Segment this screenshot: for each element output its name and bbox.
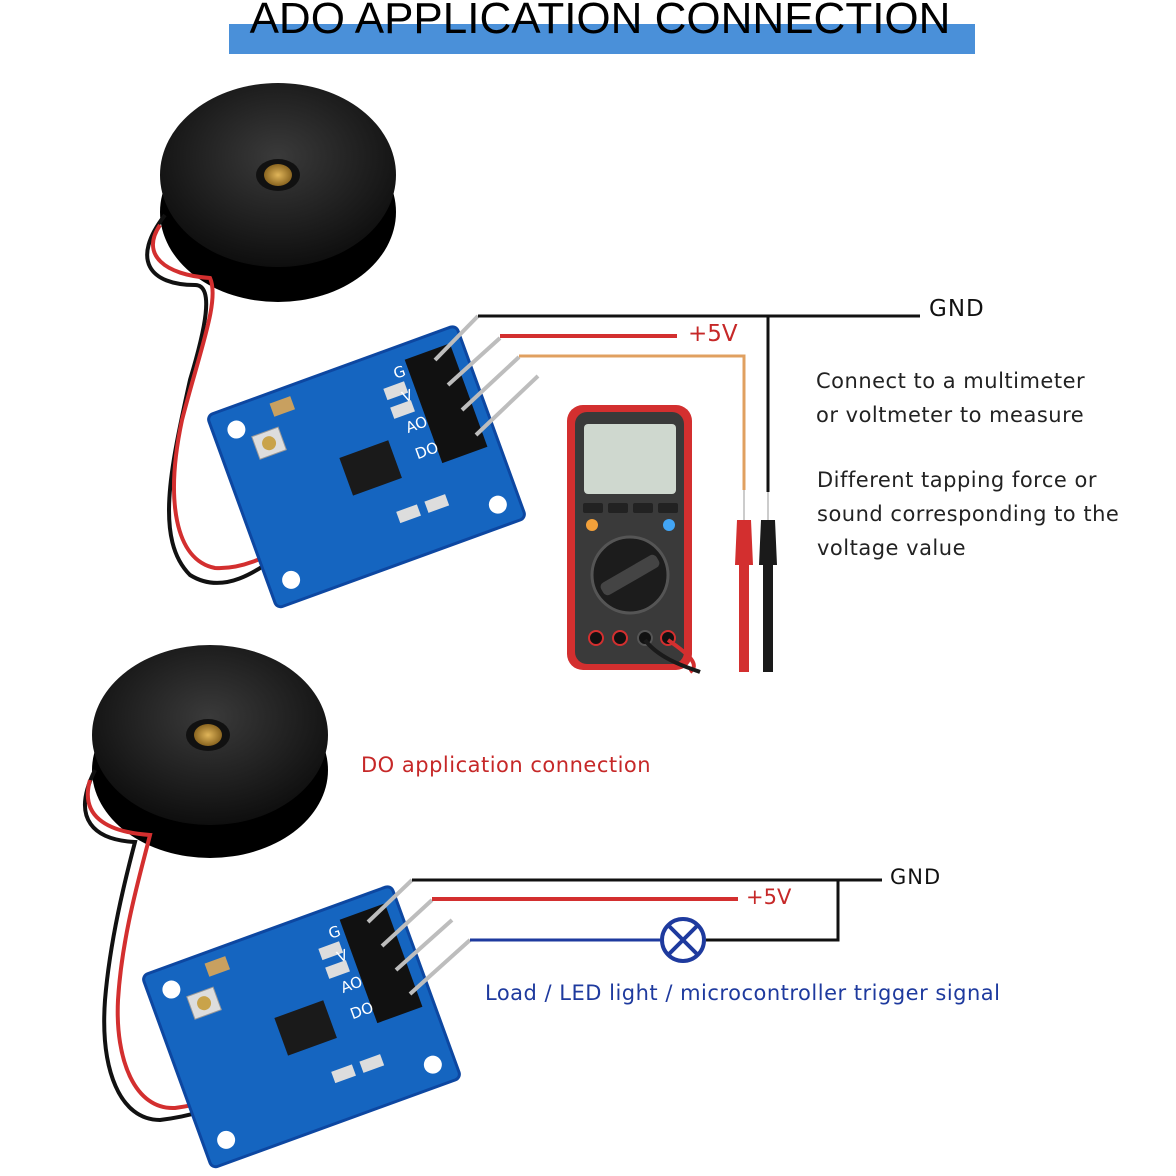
gnd-label-do: GND [890, 865, 942, 889]
voltage-note-line-1: Different tapping force or [817, 468, 1097, 492]
signal-label: Load / LED light / microcontroller trigg… [485, 981, 1001, 1005]
sensor-wires-bottom [83, 769, 251, 1123]
multimeter-note: Connect to a multimeter or voltmeter to … [816, 364, 1085, 432]
wires-do [412, 878, 882, 942]
voltage-note-line-2: sound corresponding to the [817, 502, 1120, 526]
pin-label-g-bottom: G [326, 922, 343, 943]
pin-label-g-top: G [391, 362, 408, 383]
sensor-wires-top [145, 213, 309, 585]
do-section-heading: DO application connection [361, 753, 652, 777]
piezo-sensor-disc-bottom [92, 645, 328, 858]
vcc-label-ao: +5V [688, 321, 738, 347]
multimeter-note-line-2: or voltmeter to measure [816, 403, 1085, 427]
multimeter [567, 405, 692, 670]
header-pins-bottom [366, 878, 472, 996]
piezo-sensor-disc-top [160, 83, 396, 302]
gnd-label-ao: GND [929, 296, 985, 322]
multimeter-probes [643, 490, 777, 674]
wires-ao [478, 314, 920, 492]
sensor-module-board-bottom: G V AO DO [142, 885, 461, 1169]
page-title: ADO APPLICATION CONNECTION [249, 0, 951, 43]
header-pins-top [433, 314, 540, 437]
sensor-module-board-top: G V AO DO [207, 325, 526, 609]
lamp-icon [660, 917, 706, 963]
title-bar [229, 24, 975, 54]
voltage-note: Different tapping force or sound corresp… [817, 463, 1119, 565]
multimeter-note-line-1: Connect to a multimeter [816, 369, 1086, 393]
vcc-label-do: +5V [746, 885, 792, 909]
voltage-note-line-3: voltage value [817, 536, 966, 560]
